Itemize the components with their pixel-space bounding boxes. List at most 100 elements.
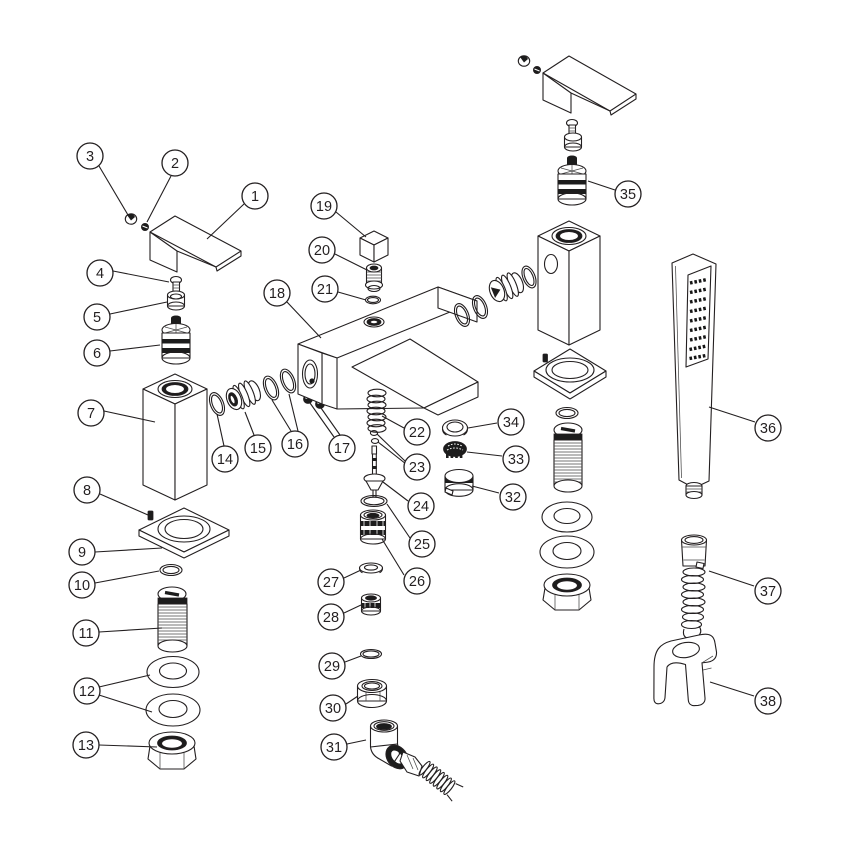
threaded-stud-left xyxy=(157,586,188,653)
callout-number: 31 xyxy=(326,740,342,756)
callout-circle xyxy=(403,567,431,595)
threaded-stud-right xyxy=(553,422,583,493)
leader-line xyxy=(343,569,362,579)
handle-screw-left xyxy=(169,275,183,293)
washer-27 xyxy=(358,562,384,574)
base-plate-right xyxy=(533,348,607,400)
callout-number: 26 xyxy=(409,574,425,590)
leader-line xyxy=(709,681,755,697)
callout-5: 5 xyxy=(83,301,168,331)
leader-line xyxy=(109,344,161,352)
leader-line xyxy=(98,744,158,748)
callout-number: 21 xyxy=(317,282,333,298)
callout-number: 35 xyxy=(620,187,636,203)
blanking-cap-19 xyxy=(359,230,389,263)
callout-circle xyxy=(319,694,347,722)
callout-number: 9 xyxy=(78,545,86,561)
callout-circle xyxy=(308,236,336,264)
callout-number: 13 xyxy=(78,738,94,754)
callout-number: 2 xyxy=(171,156,179,172)
washer-right-b xyxy=(539,535,595,569)
leader-line xyxy=(346,739,367,745)
callout-18: 18 xyxy=(263,279,322,339)
callout-33: 33 xyxy=(466,445,530,473)
lever-handle-left xyxy=(149,215,242,273)
callout-number: 29 xyxy=(324,659,340,675)
callout-24: 24 xyxy=(382,481,435,520)
leader-line xyxy=(271,399,292,432)
leader-line xyxy=(146,175,172,223)
leader-line xyxy=(376,433,406,462)
callout-7: 7 xyxy=(77,399,156,427)
callout-13: 13 xyxy=(72,731,158,759)
callout-number: 15 xyxy=(250,441,266,457)
cartridge-left xyxy=(161,315,191,365)
leader-line xyxy=(386,503,411,539)
callout-circle xyxy=(161,149,189,177)
callout-29: 29 xyxy=(318,652,362,680)
callout-number: 34 xyxy=(503,415,519,431)
callout-35: 35 xyxy=(587,180,642,208)
callout-number: 22 xyxy=(409,425,425,441)
callout-circle xyxy=(754,687,782,715)
nut-30 xyxy=(356,678,388,709)
callout-17: 17 xyxy=(309,402,356,462)
callout-circle xyxy=(497,408,525,436)
callout-14: 14 xyxy=(211,413,239,473)
callout-number: 17 xyxy=(334,441,350,457)
callout-circle xyxy=(211,445,239,473)
callout-number: 36 xyxy=(760,421,776,437)
callout-12: 12 xyxy=(73,674,153,713)
callout-circle xyxy=(311,275,339,303)
callout-22: 22 xyxy=(381,415,431,446)
callout-21: 21 xyxy=(311,275,367,303)
spring-22 xyxy=(366,388,387,433)
callout-number: 12 xyxy=(79,684,95,700)
o-ring-29 xyxy=(359,648,383,660)
callout-number: 10 xyxy=(74,578,90,594)
leader-line xyxy=(320,407,341,436)
o-ring-right-b xyxy=(471,295,489,319)
callout-number: 8 xyxy=(83,483,91,499)
callout-number: 14 xyxy=(217,452,233,468)
o-ring-25 xyxy=(360,494,388,508)
grub-screw-right xyxy=(533,66,542,75)
callout-number: 20 xyxy=(314,243,330,259)
leader-line xyxy=(708,406,756,423)
callout-circle xyxy=(318,652,346,680)
leader-line xyxy=(381,415,405,429)
callout-30: 30 xyxy=(319,694,359,722)
fitting-20 xyxy=(364,263,384,293)
leader-line xyxy=(98,674,151,688)
callout-circle xyxy=(281,430,309,458)
elbow-hose-31 xyxy=(369,719,464,802)
callout-circle xyxy=(77,399,105,427)
callout-2: 2 xyxy=(146,149,189,223)
callout-circle xyxy=(68,538,96,566)
diverter-cartridge-26 xyxy=(359,509,387,545)
leader-line xyxy=(344,655,362,663)
callout-circle xyxy=(320,733,348,761)
callout-23: 23 xyxy=(376,433,431,481)
callout-circle xyxy=(241,182,269,210)
callout-number: 18 xyxy=(269,286,285,302)
leader-line xyxy=(382,481,409,502)
index-button-right xyxy=(517,55,531,67)
callout-34: 34 xyxy=(467,408,525,436)
callout-number: 25 xyxy=(414,537,430,553)
o-ring-21 xyxy=(364,295,382,305)
leader-line xyxy=(206,203,245,240)
callout-circle xyxy=(73,476,101,504)
callout-circle xyxy=(328,434,356,462)
callout-circle xyxy=(754,414,782,442)
leader-line xyxy=(309,402,335,438)
callout-circle xyxy=(407,492,435,520)
shower-handset-36 xyxy=(671,253,717,500)
callout-number: 19 xyxy=(316,199,332,215)
leader-line xyxy=(334,253,368,271)
callout-circle xyxy=(403,453,431,481)
callout-31: 31 xyxy=(320,733,367,761)
callout-28: 28 xyxy=(317,603,362,631)
